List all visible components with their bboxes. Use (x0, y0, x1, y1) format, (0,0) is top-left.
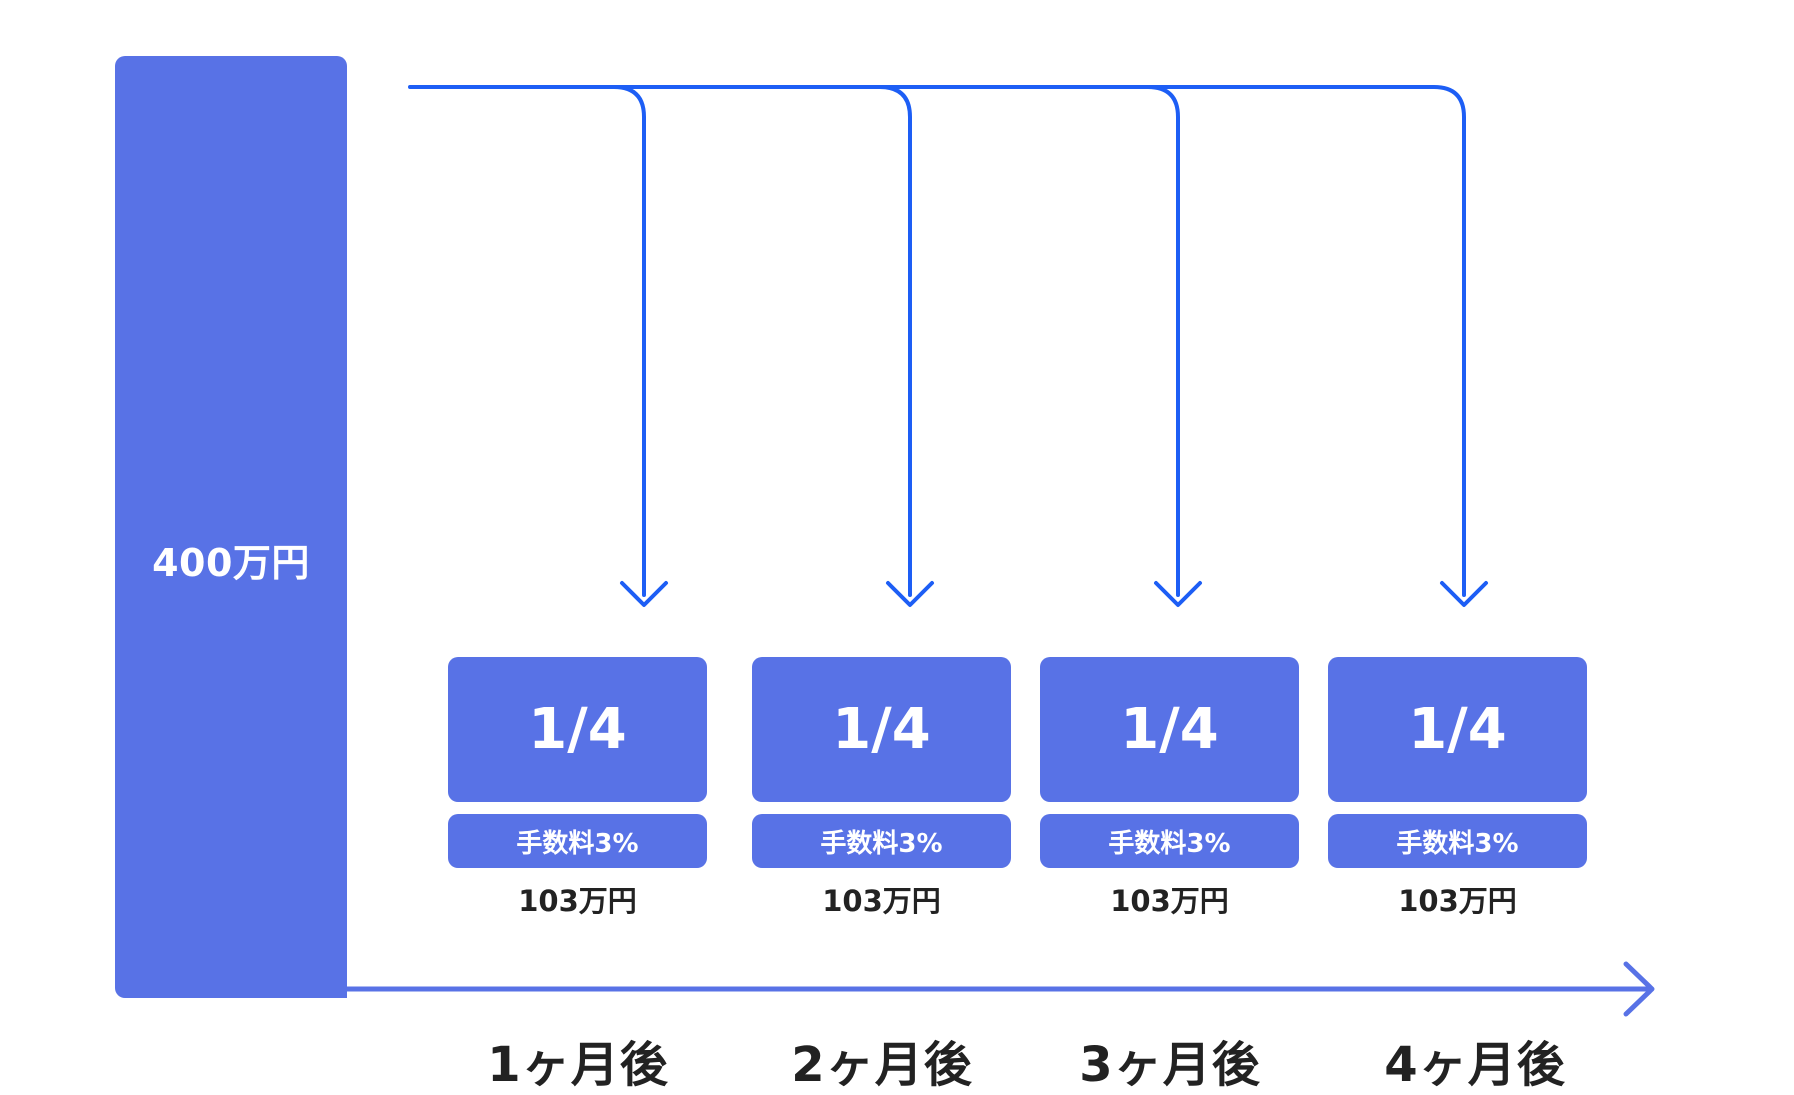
time-axis-arrowhead (1623, 961, 1655, 1017)
fee-box: 手数料3% (448, 814, 707, 868)
period-label-3: 3ヶ月後 (1079, 1037, 1261, 1093)
installment-amount: 103万円 (1398, 884, 1517, 918)
installment-2: 1/4 手数料3% 103万円 (752, 657, 1011, 920)
total-amount-label: 400万円 (152, 540, 310, 585)
installment-4: 1/4 手数料3% 103万円 (1328, 657, 1587, 920)
period-label-2: 2ヶ月後 (791, 1037, 973, 1093)
total-amount-bar: 400万円 (115, 56, 347, 998)
distribution-line (408, 85, 1466, 597)
fee-box: 手数料3% (1328, 814, 1587, 868)
arrowhead-2 (886, 581, 934, 607)
fraction-box: 1/4 (1328, 657, 1587, 802)
arrowhead-1 (620, 581, 668, 607)
fraction-box: 1/4 (448, 657, 707, 802)
arrowhead-3 (1154, 581, 1202, 607)
fee-box: 手数料3% (1040, 814, 1299, 868)
installment-3: 1/4 手数料3% 103万円 (1040, 657, 1299, 920)
installment-amount: 103万円 (518, 884, 637, 918)
period-label-4: 4ヶ月後 (1384, 1037, 1566, 1093)
installment-1: 1/4 手数料3% 103万円 (448, 657, 707, 920)
installment-amount: 103万円 (822, 884, 941, 918)
fraction-box: 1/4 (752, 657, 1011, 802)
fee-box: 手数料3% (752, 814, 1011, 868)
installment-amount: 103万円 (1110, 884, 1229, 918)
period-label-1: 1ヶ月後 (487, 1037, 669, 1093)
arrowhead-4 (1440, 581, 1488, 607)
fraction-box: 1/4 (1040, 657, 1299, 802)
